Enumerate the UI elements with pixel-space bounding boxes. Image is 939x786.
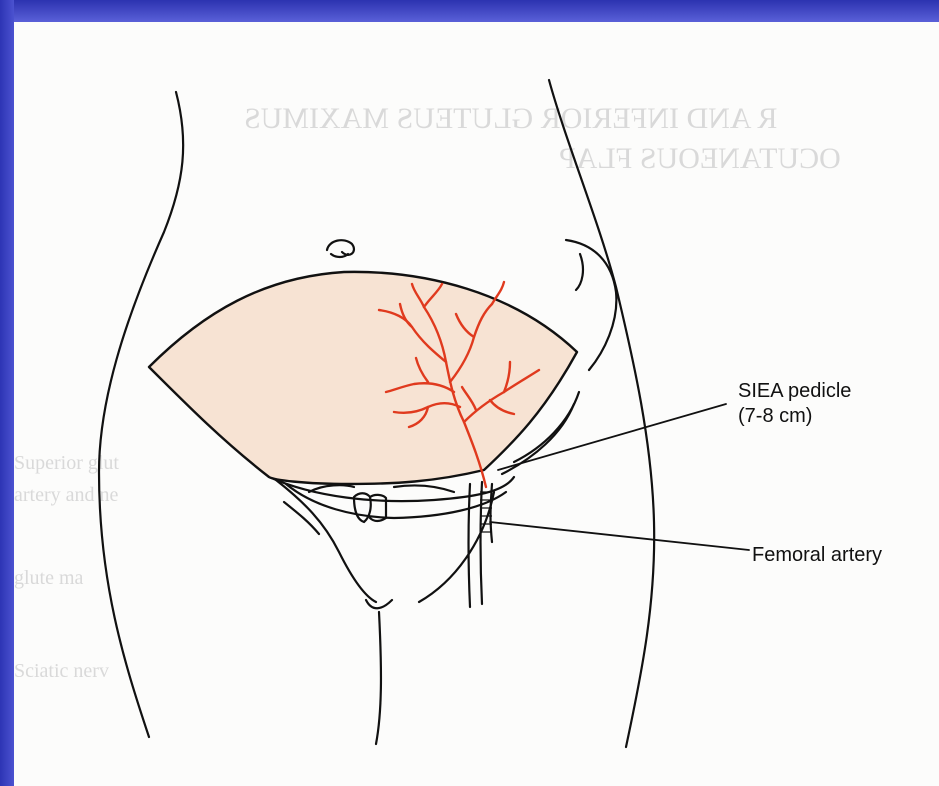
femoral-leader-line (490, 522, 749, 550)
siea-pedicle-length-label: (7-8 cm) (738, 405, 812, 428)
left-body-outline (99, 92, 183, 737)
left-groin-inner (284, 502, 319, 534)
femoral-artery-label: Femoral artery (752, 544, 882, 567)
right-body-outline (549, 80, 654, 747)
abdomen-diagram (14, 22, 939, 786)
right-hip-inner (576, 254, 583, 290)
siea-pedicle-label: SIEA pedicle (738, 380, 851, 403)
umbilicus-closure-left (309, 485, 354, 492)
slide-top-border (0, 0, 939, 22)
umbilicus-closure-right (394, 485, 454, 492)
femoral-vessel-3 (491, 484, 493, 542)
illustration-page: R AND INFERIOR GLUTEUS MAXIMUS OCUTANEOU… (14, 22, 939, 786)
pubic-line (366, 600, 392, 608)
navel (327, 240, 354, 257)
left-thigh-line (376, 612, 381, 744)
slide-left-border (0, 0, 14, 786)
flap-region (149, 272, 577, 484)
leader-lines (490, 404, 749, 550)
femoral-vessel-1 (469, 484, 471, 607)
